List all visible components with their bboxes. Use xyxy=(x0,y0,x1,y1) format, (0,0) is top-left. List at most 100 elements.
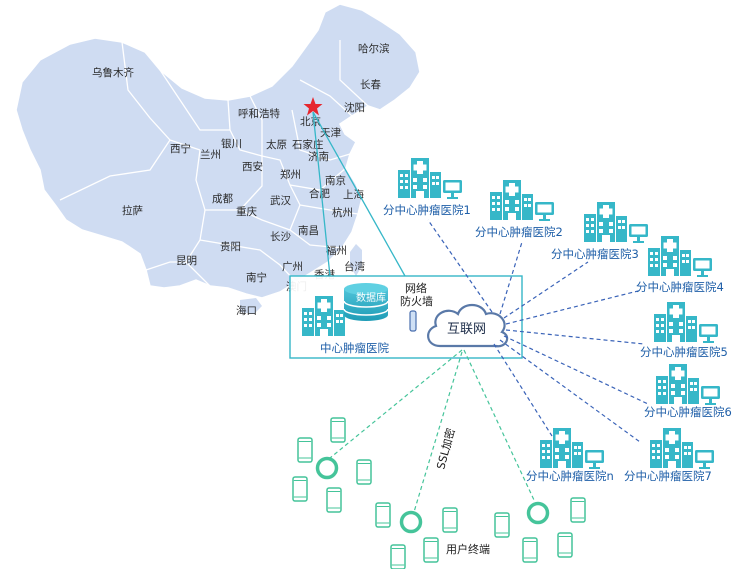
branch-hospital-6-label: 分中心肿瘤医院6 xyxy=(644,405,732,419)
city-beijing: 北京 xyxy=(300,115,321,128)
ssl-links xyxy=(329,349,535,513)
city-nanjing: 南京 xyxy=(325,174,346,187)
city-changsha: 长沙 xyxy=(270,231,291,243)
beijing-link-line-right xyxy=(312,111,406,277)
branch-link-7 xyxy=(499,339,641,443)
beijing-star-icon xyxy=(303,97,323,116)
branch-hospital-4: 分中心肿瘤医院4 xyxy=(636,236,724,294)
city-tianjin: 天津 xyxy=(320,127,341,139)
branch-hospital-3: 分中心肿瘤医院3 xyxy=(551,202,648,261)
branch-link-5 xyxy=(505,329,645,345)
branch-link-4 xyxy=(505,289,643,325)
phone-icon xyxy=(423,537,439,563)
city-xian: 西安 xyxy=(242,160,263,173)
phone-icon xyxy=(356,459,372,485)
city-hangzhou: 杭州 xyxy=(332,206,353,219)
city-nanchang: 南昌 xyxy=(298,224,319,237)
branch-hospital-2-label: 分中心肿瘤医院2 xyxy=(475,225,563,239)
phone-icon xyxy=(494,512,510,538)
branch-hospital-5-label: 分中心肿瘤医院5 xyxy=(640,345,728,359)
phone-icon xyxy=(375,502,391,528)
city-lanzhou: 兰州 xyxy=(200,148,221,161)
ssl-link-right xyxy=(463,349,535,501)
branch-links xyxy=(427,219,649,443)
branch-link-3 xyxy=(503,261,589,319)
city-yinchuan: 银川 xyxy=(221,137,242,150)
city-guangzhou: 广州 xyxy=(282,261,303,273)
branch-hospital-4-icon xyxy=(648,236,712,277)
branch-hospital-n-icon xyxy=(540,428,604,469)
branch-hospital-3-label: 分中心肿瘤医院3 xyxy=(551,247,639,261)
database-label: 数据库 xyxy=(356,291,386,304)
phone-icon xyxy=(390,544,406,569)
hainan-island xyxy=(240,298,262,314)
city-lhasa: 拉萨 xyxy=(122,204,143,217)
branch-hospital-7-label: 分中心肿瘤医院7 xyxy=(624,469,712,483)
branch-hospital-n: 分中心肿瘤医院n xyxy=(526,428,614,483)
branch-hospital-1-icon xyxy=(398,158,462,199)
city-shenyang: 沈阳 xyxy=(344,101,365,114)
database-icon xyxy=(343,283,389,321)
city-fuzhou: 福州 xyxy=(326,244,347,257)
phone-icon xyxy=(297,437,313,463)
phone-icon xyxy=(326,487,342,513)
china-mainland-shape xyxy=(15,3,421,299)
branch-link-6 xyxy=(503,335,649,405)
city-urumqi: 乌鲁木齐 xyxy=(92,66,134,79)
city-taiyuan: 太原 xyxy=(266,138,287,151)
phone-icon xyxy=(292,476,308,502)
phone-icon xyxy=(330,417,346,443)
city-wuhan: 武汉 xyxy=(270,194,291,207)
branch-hospital-3-icon xyxy=(584,202,648,243)
firewall-label-line1: 网络 xyxy=(405,281,427,295)
city-nanning: 南宁 xyxy=(246,271,267,284)
city-chongqing: 重庆 xyxy=(236,205,257,218)
branch-hospital-6: 分中心肿瘤医院6 xyxy=(644,364,732,419)
user-hub-left xyxy=(315,456,339,480)
china-map: 哈尔滨 乌鲁木齐 长春 呼和浩特 北京 沈阳 天津 银川 太原 石家庄 西宁 兰… xyxy=(15,3,421,317)
city-hefei: 合肥 xyxy=(309,187,330,200)
branch-hospital-1-label: 分中心肿瘤医院1 xyxy=(383,203,471,217)
branch-hospital-7-icon xyxy=(650,428,714,469)
user-hub-right xyxy=(526,501,550,525)
ssl-link-left xyxy=(329,349,463,459)
city-guiyang: 贵阳 xyxy=(220,240,241,253)
branch-link-n xyxy=(493,343,553,437)
phone-icon xyxy=(557,532,573,558)
branch-hospital-6-icon xyxy=(656,364,720,405)
phone-icon xyxy=(442,507,458,533)
center-hospital-label: 中心肿瘤医院 xyxy=(320,341,389,355)
phone-icon xyxy=(522,537,538,563)
city-kunming: 昆明 xyxy=(176,255,197,267)
branch-link-2 xyxy=(499,241,523,315)
city-harbin: 哈尔滨 xyxy=(358,42,390,55)
branch-link-1 xyxy=(427,219,493,313)
city-shanghai: 上海 xyxy=(343,188,364,201)
branch-hospital-5-icon xyxy=(654,302,718,343)
internet-label: 互联网 xyxy=(447,322,486,337)
center-hospital-icon xyxy=(302,296,345,336)
branch-hospital-5: 分中心肿瘤医院5 xyxy=(640,302,728,359)
branch-hospital-7: 分中心肿瘤医院7 xyxy=(624,428,714,483)
province-borders xyxy=(59,40,369,287)
city-haikou: 海口 xyxy=(236,304,257,317)
city-shijiazhuang: 石家庄 xyxy=(292,138,324,151)
city-chengdu: 成都 xyxy=(212,193,233,205)
city-zhengzhou: 郑州 xyxy=(280,168,301,181)
city-hohhot: 呼和浩特 xyxy=(238,108,280,120)
city-changchun: 长春 xyxy=(360,79,381,91)
phone-icon xyxy=(570,497,586,523)
branch-hospital-1: 分中心肿瘤医院1 xyxy=(383,158,471,217)
branch-hospital-n-label: 分中心肿瘤医院n xyxy=(526,469,614,483)
city-xining: 西宁 xyxy=(170,142,191,155)
branch-hospital-2: 分中心肿瘤医院2 xyxy=(475,180,563,239)
branch-hospital-2-icon xyxy=(490,180,554,221)
user-terminal-label: 用户终端 xyxy=(446,542,490,556)
branch-hospital-4-label: 分中心肿瘤医院4 xyxy=(636,280,724,294)
taiwan-island xyxy=(350,244,362,276)
firewall-label-line2: 防火墙 xyxy=(400,294,433,308)
user-hub-center xyxy=(399,510,423,534)
firewall-icon xyxy=(409,310,417,332)
